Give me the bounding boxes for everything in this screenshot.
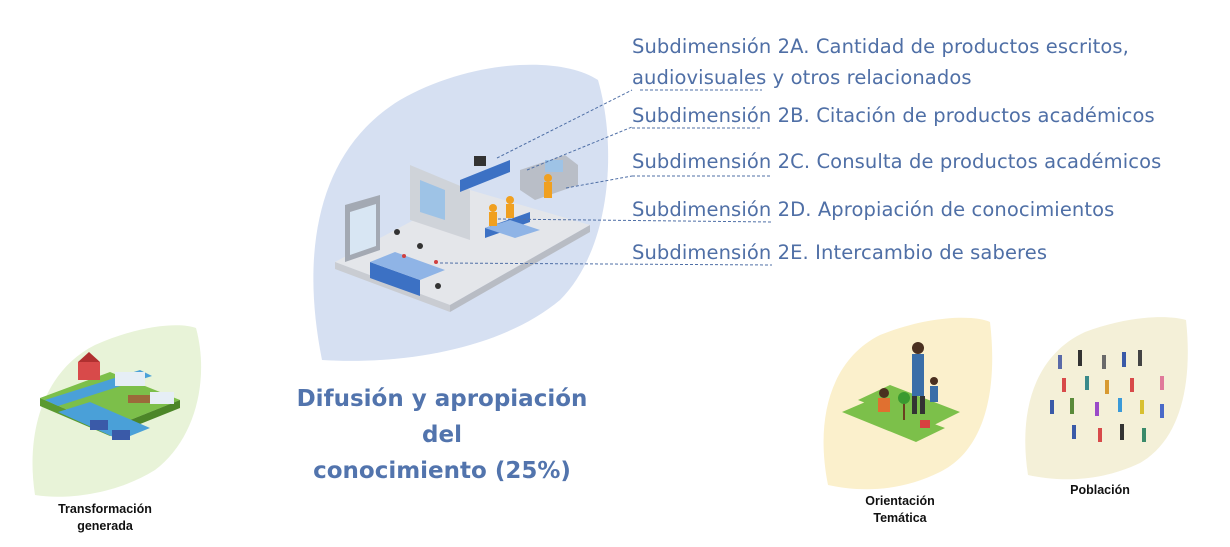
orientacion-label-line2: Temática [873, 511, 927, 525]
main-title: Difusión y apropiación del conocimiento … [282, 381, 602, 489]
subdimension-2c-label: Subdimensión 2C. Consulta de productos a… [632, 150, 1162, 173]
transformacion-label-line1: Transformación [58, 502, 152, 516]
transformacion-label-line2: generada [77, 519, 133, 533]
connector-lines [439, 89, 773, 266]
subdimension-2a-label: Subdimensión 2A. Cantidad de productos e… [632, 35, 1129, 58]
gardening-family-illustration-icon [842, 342, 960, 442]
main-title-line2: conocimiento (25%) [313, 458, 571, 484]
subdimension-2b-label: Subdimensión 2B. Citación de productos a… [632, 104, 1155, 127]
orientacion-label: Orientación Temática [840, 493, 960, 527]
cream-leaf-shape [1025, 317, 1188, 480]
laboratory-illustration-icon [335, 155, 590, 312]
orientacion-label-line1: Orientación [865, 494, 935, 508]
poblacion-label: Población [1070, 483, 1130, 497]
transformacion-label: Transformación generada [40, 501, 170, 535]
main-title-line1: Difusión y apropiación del [296, 386, 588, 448]
farm-illustration-icon [40, 352, 180, 440]
subdimension-2e-label: Subdimensión 2E. Intercambio de saberes [632, 241, 1048, 264]
crowd-people-illustration-icon [1050, 350, 1164, 442]
subdimension-2a-label-cont: audiovisuales y otros relacionados [632, 66, 972, 89]
subdimension-2d-label: Subdimensión 2D. Apropiación de conocimi… [632, 198, 1115, 221]
